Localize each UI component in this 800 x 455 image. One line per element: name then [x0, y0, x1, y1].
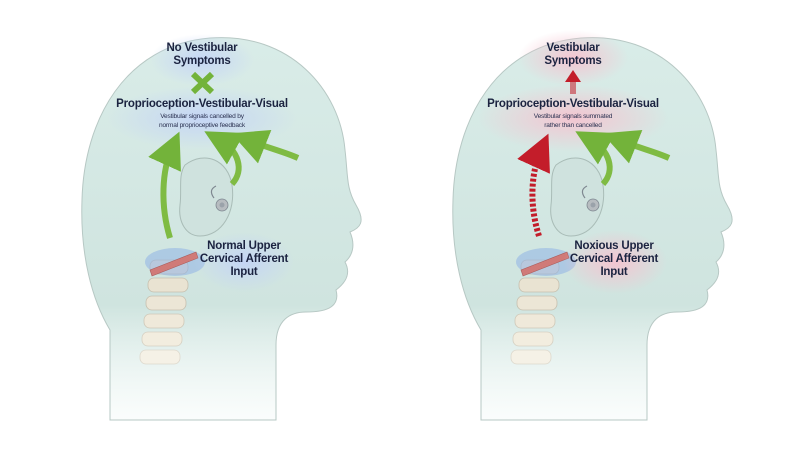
left-inner-ear-icon	[210, 185, 229, 212]
right-afferent-line1: Noxious Upper	[574, 240, 654, 252]
left-symptom-line1: No Vestibular	[166, 42, 238, 54]
left-visual-arrow	[231, 129, 300, 164]
left-afferent-label: Normal Upper Cervical Afferent Input	[196, 240, 292, 279]
left-spine-arrow	[148, 131, 181, 239]
left-integration-note-line1: Vestibular signals cancelled by	[160, 113, 244, 120]
left-x-mark-icon	[190, 71, 215, 95]
left-integration-note: Vestibular signals cancelled by normal p…	[132, 113, 272, 130]
right-afferent-label: Noxious Upper Cervical Afferent Input	[566, 240, 662, 279]
left-integration-label: Proprioception-Vestibular-Visual	[116, 98, 288, 110]
right-integration-label: Proprioception-Vestibular-Visual	[487, 98, 659, 110]
right-noxious-arrow	[517, 133, 550, 237]
left-ear	[179, 157, 234, 237]
left-afferent-line1: Normal Upper	[207, 240, 281, 252]
right-afferent-line3: Input	[600, 266, 628, 278]
right-integration-note-line1: Vestibular signals summated	[533, 113, 613, 120]
left-symptom-line2: Symptoms	[173, 55, 231, 67]
right-inner-ear-icon	[581, 185, 600, 212]
right-symptom-glow	[518, 30, 628, 86]
right-integration-note: Vestibular signals summated rather than …	[503, 113, 643, 130]
right-symptom-line1: Vestibular	[546, 42, 600, 54]
right-visual-arrow	[602, 129, 671, 164]
left-afferent-line2: Cervical Afferent	[199, 253, 289, 265]
right-afferent-label-glow	[563, 230, 667, 294]
right-afferent-line2: Cervical Afferent	[569, 253, 659, 265]
left-symptom-label: No Vestibular Symptoms	[152, 42, 252, 68]
left-afferent-label-glow	[194, 232, 294, 292]
right-integration-note-line2: rather than cancelled	[544, 121, 602, 129]
right-symptom-line2: Symptoms	[544, 55, 602, 67]
left-afferent-line3: Input	[230, 266, 258, 278]
left-integration-note-line2: normal proprioceptive feedback	[159, 121, 245, 129]
right-head	[452, 30, 733, 421]
right-up-arrow-icon	[565, 70, 581, 94]
right-ear	[550, 157, 605, 237]
right-symptom-label: Vestibular Symptoms	[523, 42, 623, 68]
left-symptom-glow	[150, 34, 254, 86]
left-head	[81, 34, 362, 421]
